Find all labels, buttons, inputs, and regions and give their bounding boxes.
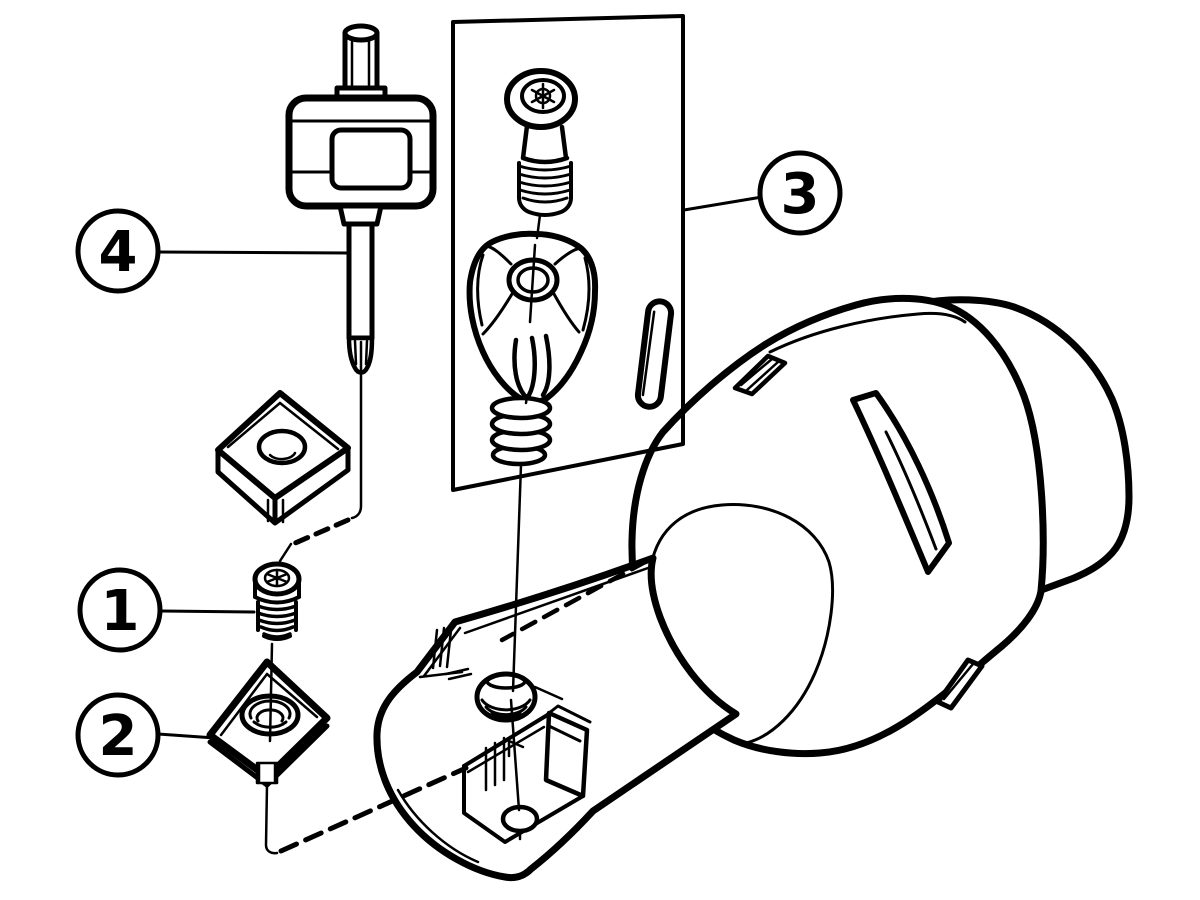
pocket-floor-edges (462, 764, 585, 844)
pocket-back-wall-inner-line (466, 725, 546, 774)
clamp-spring (489, 395, 553, 467)
callout-2: 2 (75, 692, 217, 778)
flange-chamfer-mark-bottom (935, 657, 985, 711)
flange-chamfer-mark-top (732, 353, 788, 397)
pocket-step (507, 739, 525, 758)
flange-top-inner-line (768, 311, 967, 354)
flange-outline (628, 294, 1047, 758)
driver-neck (337, 203, 384, 227)
head-bottom-inner-line (396, 788, 480, 864)
callout-1-label: 1 (101, 579, 140, 644)
callout-3-leader (682, 195, 764, 212)
callout-4-circle (75, 208, 161, 294)
callout-2-label: 2 (99, 704, 138, 769)
clamp-screw-boss (474, 671, 538, 723)
torx-socket-icon (530, 82, 556, 110)
insert-clamp (466, 230, 599, 405)
callout-1-leader (159, 609, 256, 614)
callout-4: 4 (75, 208, 351, 294)
insert-upper (215, 390, 351, 526)
callout-1: 1 (77, 567, 256, 653)
clamp-outline (466, 230, 599, 405)
insert-screw (252, 561, 302, 641)
insert-lower-corner-notch (255, 761, 279, 785)
cartridge-box-group (451, 14, 685, 492)
pocket-side-block-bevel (547, 704, 592, 743)
torx-socket-icon (263, 568, 291, 588)
pocket-side-block (543, 710, 590, 799)
torque-driver (285, 23, 437, 375)
top-face-edge-line (418, 670, 564, 701)
callout-3-circle (757, 150, 843, 236)
clamp-wing-lines (476, 244, 591, 336)
insert-lower-top-face (206, 658, 331, 781)
insert-screw-threads (256, 600, 298, 641)
insert-upper-hole (256, 428, 308, 466)
flange-slot-inner-line (884, 430, 938, 551)
insert-pocket (418, 670, 592, 844)
insert-lower (206, 658, 331, 788)
locating-pin (634, 298, 675, 410)
clamp-screw-threads (517, 161, 573, 217)
flange (628, 294, 1047, 758)
flange-slot (850, 390, 952, 575)
driver-body-window (329, 127, 413, 191)
assembly-axis-lines (264, 213, 648, 855)
top-face-serrations (431, 626, 473, 681)
tool-body (373, 294, 1133, 882)
group-box (451, 14, 685, 492)
callout-3: 3 (682, 150, 843, 236)
clamp-screw (504, 68, 578, 217)
insert-upper-inner-lines (226, 401, 340, 524)
callout-2-leader (156, 732, 217, 740)
callout-4-leader (156, 250, 351, 255)
cylinder-face-line (649, 503, 835, 745)
clamp-screw-neck (520, 123, 570, 165)
callout-4-label: 4 (99, 220, 138, 285)
driver-shaft (346, 221, 375, 341)
callout-3-label: 3 (781, 162, 820, 227)
pocket-back-wall-top-edge (462, 712, 551, 768)
insert-upper-side-faces (215, 445, 351, 526)
callout-1-circle (77, 567, 163, 653)
callout-2-circle (75, 692, 161, 778)
pocket-serrations (484, 736, 506, 792)
driver-torx-bit (346, 335, 375, 375)
